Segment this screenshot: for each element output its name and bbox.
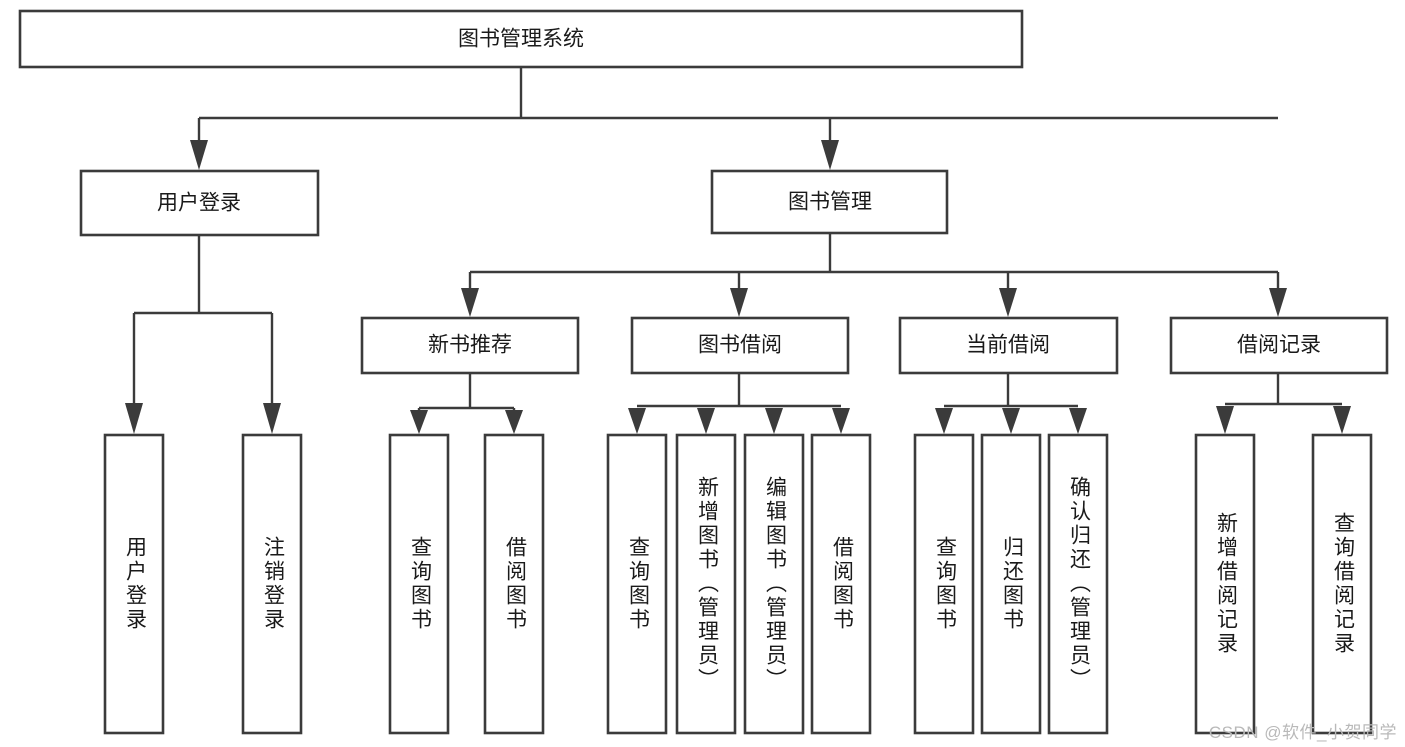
arrowhead-bb-leaf3 bbox=[765, 408, 783, 434]
node-leaf-bb-add-book-label: 新增图书（管理员） bbox=[695, 476, 719, 692]
node-leaf-nbr-borrow-book-label: 借阅图书 bbox=[503, 536, 527, 632]
node-current-borrow[interactable]: 当前借阅 bbox=[898, 316, 1119, 375]
connector-group-book-borrow bbox=[628, 373, 850, 434]
node-root[interactable]: 图书管理系统 bbox=[18, 9, 1024, 69]
arrowhead-br-leaf1 bbox=[1216, 406, 1234, 434]
node-leaf-nbr-query-book[interactable]: 查询图书 bbox=[388, 433, 450, 735]
node-leaf-user-login-label: 用户登录 bbox=[123, 536, 147, 632]
node-leaf-br-add-record-label: 新增借阅记录 bbox=[1214, 512, 1238, 656]
node-leaf-cb-return-book[interactable]: 归还图书 bbox=[980, 433, 1042, 735]
node-user-login[interactable]: 用户登录 bbox=[79, 169, 320, 237]
watermark-text: CSDN @软件_小贺同学 bbox=[1208, 723, 1397, 742]
node-leaf-br-add-record[interactable]: 新增借阅记录 bbox=[1194, 433, 1256, 735]
node-new-book-recommend-label: 新书推荐 bbox=[428, 334, 512, 357]
node-borrow-record[interactable]: 借阅记录 bbox=[1169, 316, 1389, 375]
node-leaf-cb-query-book-box[interactable] bbox=[913, 433, 975, 735]
node-current-borrow-label: 当前借阅 bbox=[966, 334, 1050, 357]
node-leaf-cb-confirm-return[interactable]: 确认归还（管理员） bbox=[1047, 433, 1109, 735]
node-root-box[interactable] bbox=[18, 9, 1024, 69]
node-leaf-bb-edit-book-label: 编辑图书（管理员） bbox=[763, 476, 787, 692]
node-leaf-logout-label: 注销登录 bbox=[261, 536, 285, 632]
arrowhead-leaf-logout bbox=[263, 403, 281, 434]
node-new-book-recommend-box[interactable] bbox=[360, 316, 580, 375]
node-leaf-bb-query-book-label: 查询图书 bbox=[626, 536, 650, 632]
arrowhead-cb-leaf1 bbox=[935, 408, 953, 434]
arrowhead-new-book-recommend bbox=[461, 288, 479, 317]
node-leaf-bb-edit-book-box[interactable] bbox=[743, 433, 805, 735]
node-leaf-logout-box[interactable] bbox=[241, 433, 303, 735]
node-leaf-bb-edit-book[interactable]: 编辑图书（管理员） bbox=[743, 433, 805, 735]
arrowhead-br-leaf2 bbox=[1333, 406, 1351, 434]
node-book-manage[interactable]: 图书管理 bbox=[710, 169, 949, 235]
node-new-book-recommend[interactable]: 新书推荐 bbox=[360, 316, 580, 375]
node-leaf-user-login-box[interactable] bbox=[103, 433, 165, 735]
arrowhead-cb-leaf2 bbox=[1002, 408, 1020, 434]
node-root-label: 图书管理系统 bbox=[458, 28, 584, 51]
arrowhead-book-borrow bbox=[730, 288, 748, 317]
node-leaf-br-add-record-box[interactable] bbox=[1194, 433, 1256, 735]
node-borrow-record-label: 借阅记录 bbox=[1237, 334, 1321, 357]
node-book-manage-box[interactable] bbox=[710, 169, 949, 235]
connector-group-root bbox=[190, 67, 1278, 170]
node-borrow-record-box[interactable] bbox=[1169, 316, 1389, 375]
node-leaf-nbr-query-book-box[interactable] bbox=[388, 433, 450, 735]
node-leaf-user-login[interactable]: 用户登录 bbox=[103, 433, 165, 735]
connector-group-user-login bbox=[125, 235, 281, 434]
node-leaf-bb-borrow-book[interactable]: 借阅图书 bbox=[810, 433, 872, 735]
arrowhead-cb-leaf3 bbox=[1069, 408, 1087, 434]
node-user-login-box[interactable] bbox=[79, 169, 320, 237]
node-leaf-br-query-record[interactable]: 查询借阅记录 bbox=[1311, 433, 1373, 735]
node-leaf-bb-add-book-box[interactable] bbox=[675, 433, 737, 735]
arrowhead-nbr-leaf2 bbox=[505, 410, 523, 434]
node-leaf-nbr-borrow-book[interactable]: 借阅图书 bbox=[483, 433, 545, 735]
arrowhead-bb-leaf4 bbox=[832, 408, 850, 434]
arrowhead-user-login bbox=[190, 140, 208, 170]
arrowhead-leaf-user-login bbox=[125, 403, 143, 434]
node-leaf-bb-borrow-book-box[interactable] bbox=[810, 433, 872, 735]
node-current-borrow-box[interactable] bbox=[898, 316, 1119, 375]
node-leaf-cb-return-book-box[interactable] bbox=[980, 433, 1042, 735]
arrowhead-borrow-record bbox=[1269, 288, 1287, 317]
connector-group-book-manage bbox=[461, 233, 1287, 317]
node-leaf-bb-borrow-book-label: 借阅图书 bbox=[830, 536, 854, 632]
arrowhead-nbr-leaf1 bbox=[410, 410, 428, 434]
node-leaf-br-query-record-label: 查询借阅记录 bbox=[1331, 512, 1355, 656]
arrowhead-bb-leaf1 bbox=[628, 408, 646, 434]
node-leaf-cb-confirm-return-box[interactable] bbox=[1047, 433, 1109, 735]
node-book-manage-label: 图书管理 bbox=[788, 191, 872, 214]
node-book-borrow-box[interactable] bbox=[630, 316, 850, 375]
node-leaf-nbr-borrow-book-box[interactable] bbox=[483, 433, 545, 735]
node-leaf-cb-confirm-return-label: 确认归还（管理员） bbox=[1067, 476, 1091, 692]
node-user-login-label: 用户登录 bbox=[157, 192, 241, 215]
arrowhead-current-borrow bbox=[999, 288, 1017, 317]
connector-group-borrow-record bbox=[1216, 373, 1351, 434]
node-leaf-cb-query-book-label: 查询图书 bbox=[933, 536, 957, 632]
node-leaf-logout[interactable]: 注销登录 bbox=[241, 433, 303, 735]
arrowhead-book-manage bbox=[821, 140, 839, 170]
node-leaf-cb-query-book[interactable]: 查询图书 bbox=[913, 433, 975, 735]
node-leaf-cb-return-book-label: 归还图书 bbox=[1000, 536, 1024, 632]
node-book-borrow-label: 图书借阅 bbox=[698, 334, 782, 357]
node-leaf-br-query-record-box[interactable] bbox=[1311, 433, 1373, 735]
node-leaf-nbr-query-book-label: 查询图书 bbox=[408, 536, 432, 632]
node-book-borrow[interactable]: 图书借阅 bbox=[630, 316, 850, 375]
node-leaf-bb-add-book[interactable]: 新增图书（管理员） bbox=[675, 433, 737, 735]
connector-group-current-borrow bbox=[935, 373, 1087, 434]
node-leaf-bb-query-book-box[interactable] bbox=[606, 433, 668, 735]
connector-group-new-book-recommend bbox=[410, 373, 523, 434]
arrowhead-bb-leaf2 bbox=[697, 408, 715, 434]
node-leaf-bb-query-book[interactable]: 查询图书 bbox=[606, 433, 668, 735]
